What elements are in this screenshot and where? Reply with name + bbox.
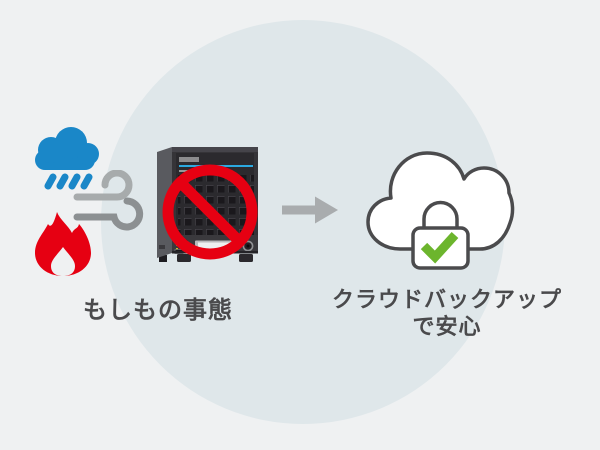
prohibition-icon bbox=[162, 164, 258, 260]
wind-icon bbox=[73, 170, 144, 231]
nas-lcd-screen bbox=[198, 242, 232, 252]
check-icon bbox=[420, 231, 459, 264]
nas-foot-left bbox=[177, 254, 191, 262]
caption-cloud-backup-line2: で安心 bbox=[412, 314, 482, 339]
nas-foot-right bbox=[239, 254, 253, 262]
arrow-right-icon bbox=[282, 196, 338, 224]
fire-icon bbox=[35, 212, 91, 276]
nas-brand-label bbox=[179, 157, 199, 162]
nas-foot-side bbox=[159, 255, 167, 262]
rain-cloud-icon bbox=[35, 127, 99, 190]
cloud-backup-icon bbox=[366, 151, 515, 270]
nas-led-3 bbox=[176, 248, 178, 250]
caption-disaster: もしもの事態 bbox=[83, 297, 233, 324]
caption-cloud-backup-line1: クラウドバックアップ bbox=[331, 287, 562, 312]
padlock-shackle bbox=[422, 200, 459, 233]
caption-cloud-backup: クラウドバックアップ で安心 bbox=[330, 286, 564, 340]
